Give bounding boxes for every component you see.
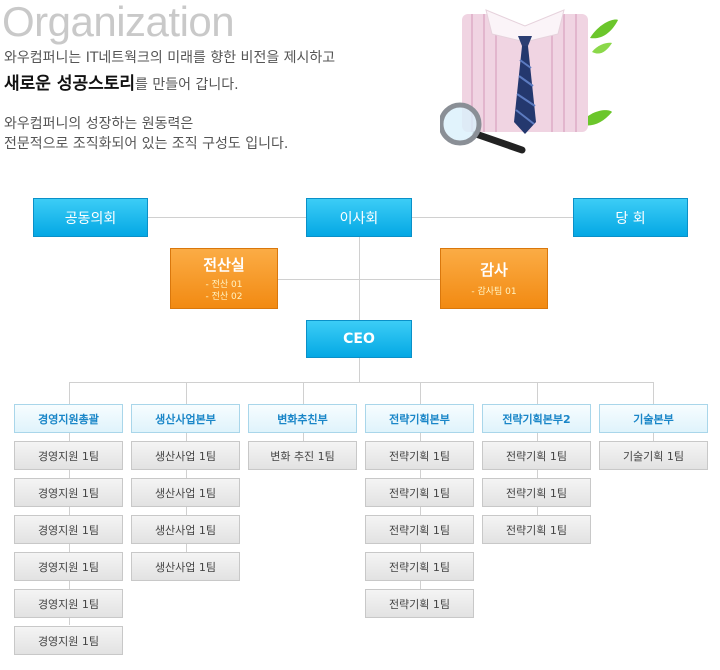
team-box: 경영지원 1팀 bbox=[14, 515, 123, 544]
intro-highlight: 새로운 성공스토리 bbox=[4, 74, 136, 94]
team-box: 전략기획 1팀 bbox=[482, 515, 591, 544]
it-office-item: - 전산 02 bbox=[205, 292, 243, 302]
intro-line-2-rest: 를 만들어 갑니다. bbox=[135, 77, 239, 93]
team-box: 경영지원 1팀 bbox=[14, 589, 123, 618]
team-box: 기술기획 1팀 bbox=[599, 441, 708, 470]
intro-line-2: 새로운 성공스토리를 만들어 갑니다. bbox=[4, 74, 239, 95]
team-box: 변화 추진 1팀 bbox=[248, 441, 357, 470]
team-box: 전략기획 1팀 bbox=[365, 478, 474, 507]
it-office-title: 전산실 bbox=[203, 256, 245, 274]
team-box: 생산사업 1팀 bbox=[131, 515, 240, 544]
ceo-box: CEO bbox=[306, 320, 412, 358]
team-box: 전략기획 1팀 bbox=[365, 589, 474, 618]
team-box: 생산사업 1팀 bbox=[131, 441, 240, 470]
page-title: Organization bbox=[2, 0, 235, 45]
team-box: 생산사업 1팀 bbox=[131, 552, 240, 581]
department-header: 생산사업본부 bbox=[131, 404, 240, 433]
it-office-item: - 전산 01 bbox=[205, 280, 243, 290]
team-box: 전략기획 1팀 bbox=[365, 441, 474, 470]
board-box: 이사회 bbox=[306, 198, 412, 237]
team-box: 전략기획 1팀 bbox=[365, 515, 474, 544]
department-header: 경영지원총괄 bbox=[14, 404, 123, 433]
shirt-magnifier-icon bbox=[440, 9, 618, 154]
audit-item: - 감사팀 01 bbox=[471, 287, 517, 297]
team-box: 전략기획 1팀 bbox=[365, 552, 474, 581]
intro-line-3: 와우컴퍼니의 성장하는 원동력은 bbox=[4, 116, 194, 132]
department-header: 변화추친부 bbox=[248, 404, 357, 433]
audit-box: 감사 - 감사팀 01 bbox=[440, 248, 548, 309]
council-box: 공동의회 bbox=[33, 198, 148, 237]
team-box: 생산사업 1팀 bbox=[131, 478, 240, 507]
department-header: 전략기획본부2 bbox=[482, 404, 591, 433]
department-header: 전략기획본부 bbox=[365, 404, 474, 433]
team-box: 전략기획 1팀 bbox=[482, 478, 591, 507]
party-box: 당 회 bbox=[573, 198, 688, 237]
team-box: 경영지원 1팀 bbox=[14, 552, 123, 581]
department-header: 기술본부 bbox=[599, 404, 708, 433]
team-box: 경영지원 1팀 bbox=[14, 441, 123, 470]
intro-line-4: 전문적으로 조직화되어 있는 조직 구성도 입니다. bbox=[4, 136, 289, 152]
it-office-box: 전산실 - 전산 01 - 전산 02 bbox=[170, 248, 278, 309]
team-box: 경영지원 1팀 bbox=[14, 626, 123, 655]
team-box: 전략기획 1팀 bbox=[482, 441, 591, 470]
team-box: 경영지원 1팀 bbox=[14, 478, 123, 507]
audit-title: 감사 bbox=[480, 261, 508, 279]
intro-line-1: 와우컴퍼니는 IT네트웍크의 미래를 향한 비전을 제시하고 bbox=[4, 50, 336, 66]
